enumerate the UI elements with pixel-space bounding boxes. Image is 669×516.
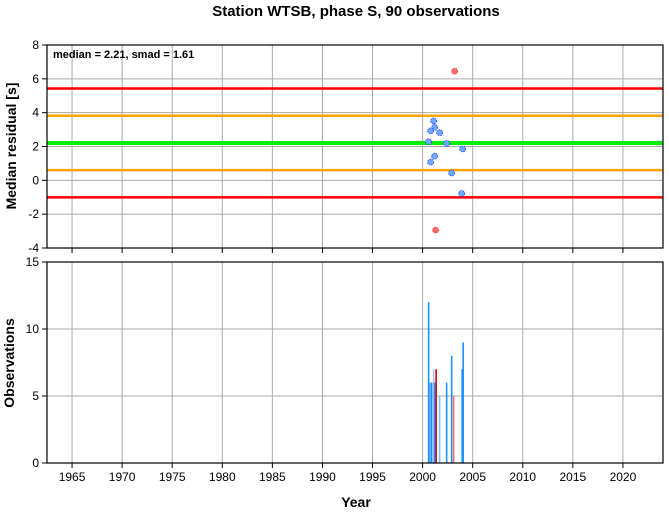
bar: [462, 342, 464, 463]
bar: [427, 302, 430, 463]
y-tick-label: 10: [26, 322, 40, 336]
data-point: [427, 127, 435, 135]
x-tick-label: 1985: [259, 470, 286, 484]
bottom-frame: [46, 261, 664, 464]
bar: [438, 396, 441, 463]
outlier-point: [451, 67, 459, 75]
outlier-point: [432, 226, 440, 234]
data-point: [448, 169, 456, 177]
bar: [433, 382, 436, 463]
data-point: [436, 129, 444, 137]
x-tick-label: 1995: [359, 470, 386, 484]
data-point: [430, 117, 438, 125]
bar: [452, 396, 455, 463]
bar: [450, 355, 453, 463]
x-tick-label: 1980: [209, 470, 236, 484]
x-tick-label: 1990: [309, 470, 336, 484]
y-tick-label: -4: [28, 241, 39, 255]
y-tick-label: 15: [26, 255, 40, 269]
x-tick-label: 2015: [560, 470, 587, 484]
x-tick-label: 2005: [459, 470, 486, 484]
x-tick-label: 2020: [610, 470, 637, 484]
top-ylabel: Median residual [s]: [3, 83, 19, 210]
x-tick-label: 1970: [109, 470, 136, 484]
data-point: [458, 190, 466, 197]
y-tick-label: 4: [32, 106, 39, 120]
data-point: [425, 138, 433, 145]
bar: [461, 369, 463, 463]
y-tick-label: 6: [32, 72, 39, 86]
data-point: [459, 145, 467, 153]
observations-panel: 1965 1970 1975 1980 1985 1990 1995 2000 2005 2010…: [26, 255, 664, 484]
stats-annotation: median = 2.21, smad = 1.61: [53, 49, 194, 61]
top-frame: [46, 44, 664, 249]
data-point: [443, 140, 451, 147]
data-point: [431, 152, 439, 160]
bar: [432, 369, 435, 463]
bar: [429, 382, 431, 463]
bottom-ylabel: Observations: [1, 318, 17, 408]
data-point: [427, 158, 435, 166]
x-tick-label: 1975: [159, 470, 186, 484]
xlabel: Year: [341, 494, 371, 510]
bar: [435, 369, 437, 463]
y-tick-label: 0: [32, 173, 39, 187]
bar: [445, 382, 448, 463]
bar: [430, 382, 433, 463]
x-tick-label: 1965: [59, 470, 86, 484]
residual-panel: -4 -2 0 2 4 6 8: [28, 38, 664, 255]
y-tick-label: 5: [32, 389, 39, 403]
y-tick-label: -2: [28, 207, 39, 221]
y-tick-label: 8: [32, 38, 39, 52]
x-tick-label: 2000: [409, 470, 436, 484]
chart-title: Station WTSB, phase S, 90 observations: [212, 3, 500, 20]
y-tick-label: 0: [32, 456, 39, 470]
x-tick-label: 2010: [509, 470, 536, 484]
y-tick-label: 2: [32, 140, 39, 154]
